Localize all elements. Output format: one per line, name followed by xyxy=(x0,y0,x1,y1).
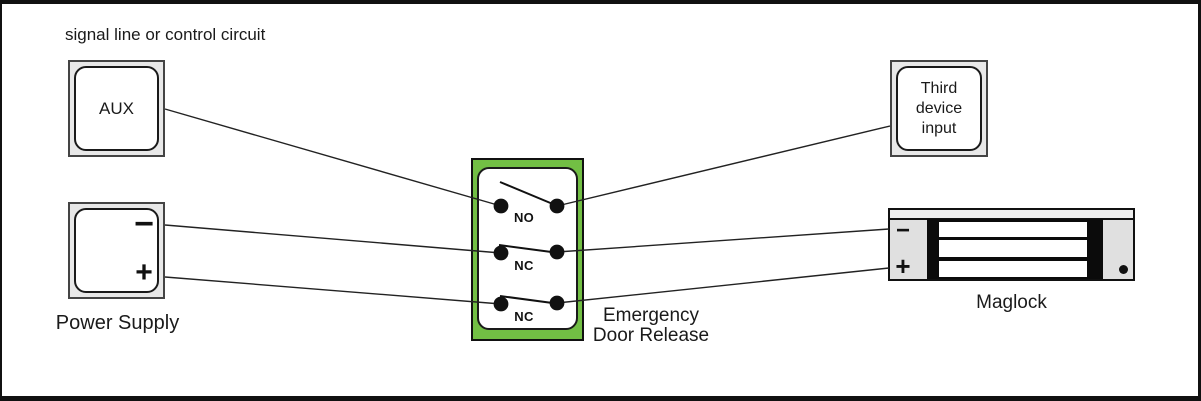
signal-line-label: signal line or control circuit xyxy=(65,25,266,44)
power-supply-box: − + xyxy=(68,202,165,299)
power-supply-plus-terminal: + xyxy=(135,256,153,289)
aux-label: AUX xyxy=(99,98,134,118)
wire-nc2-contact-to-maglock-plus xyxy=(556,267,890,304)
frame-border-bottom xyxy=(0,396,1201,401)
emergency-door-release-label: Emergency Door Release xyxy=(560,306,742,346)
aux-box: AUX xyxy=(68,60,165,157)
power-supply-minus-terminal: − xyxy=(134,205,154,243)
wire-no-contact-to-third-device xyxy=(556,125,891,207)
third-device-label-line3: input xyxy=(921,119,957,137)
maglock-label: Maglock xyxy=(976,292,1047,313)
contact-label-no: NO xyxy=(513,210,535,225)
maglock-armature xyxy=(927,219,1103,279)
contact-label-nc2: NC xyxy=(514,309,534,324)
maglock-body: − + xyxy=(888,208,1135,281)
wire-aux-to-no-contact xyxy=(164,108,502,207)
frame-border-top xyxy=(0,0,1201,4)
power-supply-inner-panel: − + xyxy=(74,205,159,293)
wire-ps-minus-to-nc1-contact xyxy=(164,224,502,254)
maglock-slat xyxy=(939,240,1087,257)
power-supply-label: Power Supply xyxy=(55,312,180,334)
maglock-mount-hole xyxy=(1119,265,1128,274)
maglock-slat xyxy=(939,261,1087,277)
frame-border-left xyxy=(0,0,2,401)
maglock-slat xyxy=(939,222,1087,237)
frame-border-right xyxy=(1198,0,1201,401)
contact-label-nc1: NC xyxy=(514,258,534,273)
third-device-label-line2: device xyxy=(915,99,963,117)
third-device-inner-panel: Third device input xyxy=(896,66,982,151)
edr-label-line2: Door Release xyxy=(592,325,710,346)
wire-nc1-contact-to-maglock-minus xyxy=(556,228,890,253)
aux-inner-panel: AUX xyxy=(74,66,159,151)
wire-ps-plus-to-nc2-contact xyxy=(164,276,502,305)
third-device-box: Third device input xyxy=(890,60,988,157)
maglock-minus-terminal: − xyxy=(895,216,910,244)
edr-label-line1: Emergency xyxy=(602,305,700,326)
maglock-plus-terminal: + xyxy=(895,251,911,281)
third-device-label-line1: Third xyxy=(920,79,958,97)
third-device-label: Third device input xyxy=(916,79,962,139)
